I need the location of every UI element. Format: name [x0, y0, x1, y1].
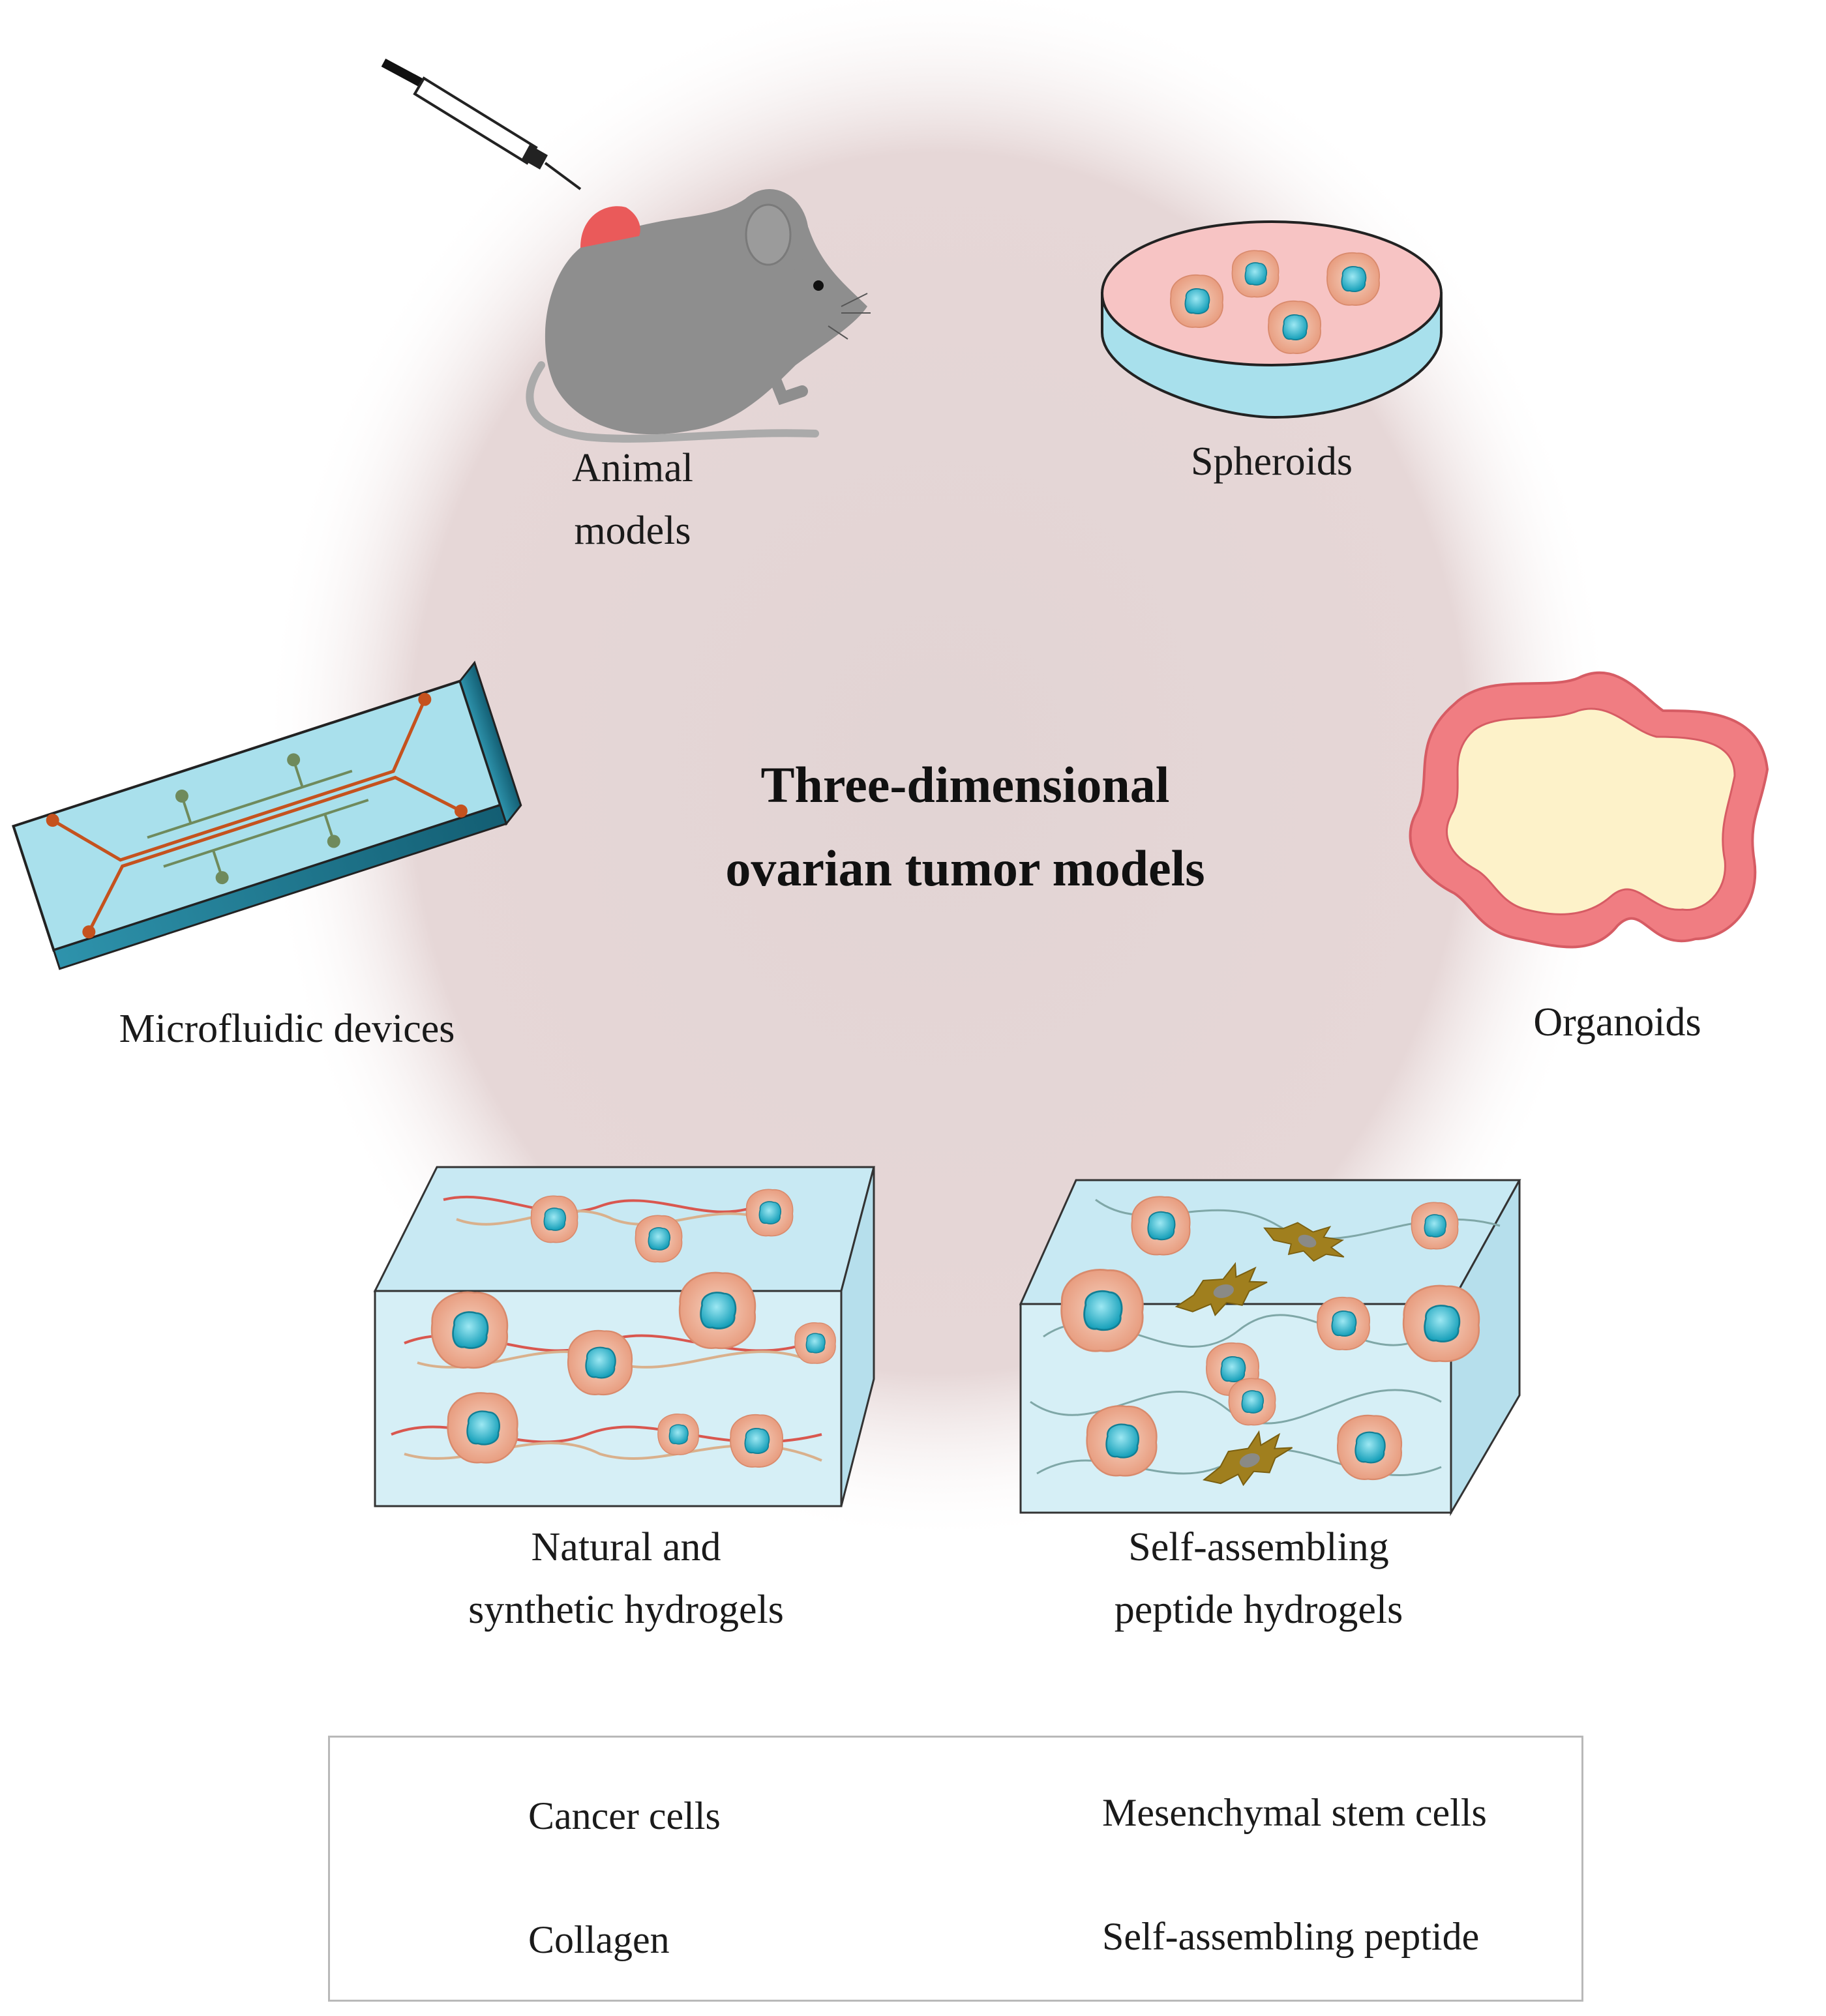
label-microfluidic-devices: Microfluidic devices: [59, 998, 515, 1060]
label-natural-line-1: Natural and: [531, 1525, 721, 1569]
legend-label-collagen: Collagen: [528, 1918, 670, 1961]
natural-hydrogel-box: [373, 1166, 875, 1507]
label-natural-hydrogels: Natural and synthetic hydrogels: [417, 1516, 835, 1641]
label-natural-line-2: synthetic hydrogels: [468, 1588, 784, 1632]
label-microfluidic-line-1: Microfluidic devices: [119, 1007, 455, 1051]
label-spheroids-line-1: Spheroids: [1191, 439, 1353, 484]
organoid-icon: [1409, 671, 1769, 949]
mouse-icon: [526, 189, 871, 443]
legend: [328, 1736, 1583, 2002]
legend-label-peptide: Self-assembling peptide: [1102, 1915, 1480, 1958]
label-spheroids: Spheroids: [1109, 430, 1435, 493]
label-peptide-line-1: Self-assembling: [1128, 1525, 1389, 1569]
label-organoids-line-1: Organoids: [1533, 1000, 1701, 1045]
label-organoids: Organoids: [1461, 991, 1774, 1054]
label-peptide-hydrogels: Self-assembling peptide hydrogels: [1050, 1516, 1467, 1641]
title-line-2: ovarian tumor models: [725, 840, 1205, 897]
syringe-icon: [381, 58, 582, 190]
legend-label-msc: Mesenchymal stem cells: [1102, 1791, 1487, 1834]
title-line-1: Three-dimensional: [760, 756, 1170, 813]
legend-label-cancer-cells: Cancer cells: [528, 1794, 721, 1837]
peptide-hydrogel-box: [1019, 1179, 1521, 1517]
label-animal-models: Animal models: [496, 437, 770, 562]
label-animal-line-1: Animal: [572, 446, 693, 490]
figure-title: Three-dimensional ovarian tumor models: [574, 743, 1356, 910]
label-peptide-line-2: peptide hydrogels: [1114, 1588, 1403, 1632]
petri-dish-icon: [1101, 220, 1443, 419]
label-animal-line-2: models: [574, 509, 691, 553]
microfluidic-chip-icon: [12, 660, 522, 970]
